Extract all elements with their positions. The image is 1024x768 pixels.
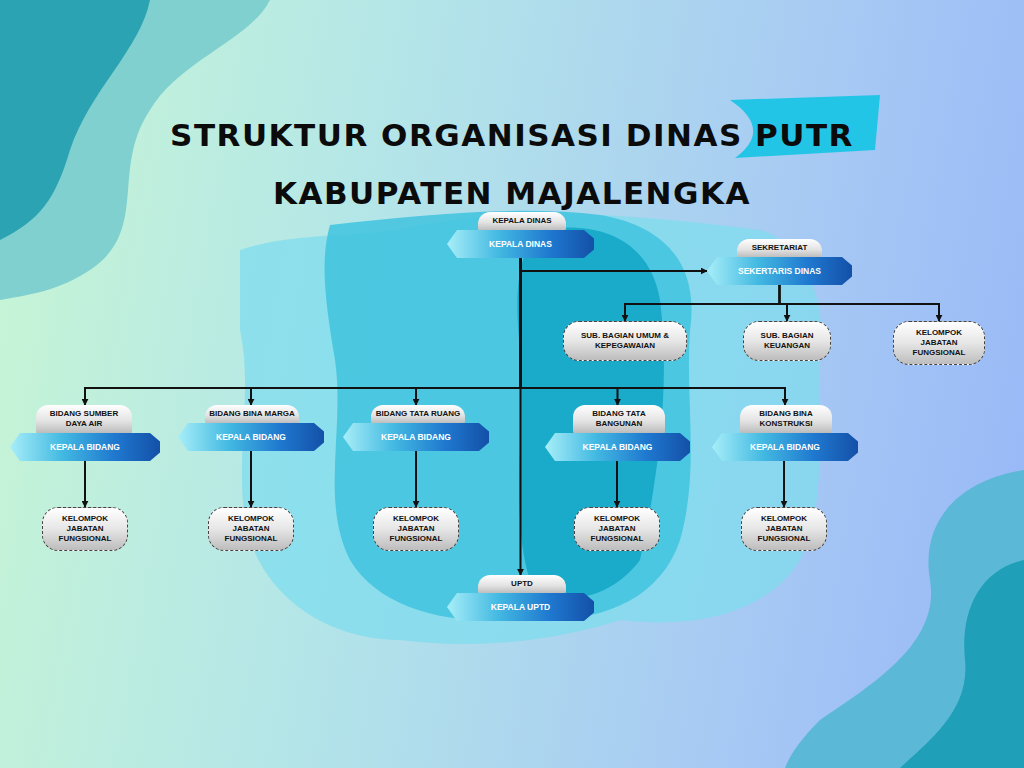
unit-tab: BIDANG TATA BANGUNAN [573, 405, 665, 434]
node-text: KELOMPOK JABATAN FUNGSIONAL [580, 514, 654, 544]
node-text: KEPALA BIDANG [750, 442, 820, 452]
unit-pill: KELOMPOK JABATAN FUNGSIONAL [373, 507, 459, 551]
node-text: KEPALA BIDANG [216, 432, 286, 442]
node-text: SUB. BAGIAN KEUANGAN [749, 331, 825, 351]
node-text: UPTD [511, 579, 533, 588]
unit-box: KEPALA DINAS KEPALA DINAS [447, 212, 594, 258]
unit-tab: UPTD [478, 575, 566, 594]
unit-tab: BIDANG TATA RUANG [371, 405, 465, 424]
unit-pill: KELOMPOK JABATAN FUNGSIONAL [893, 321, 985, 365]
node-text: KEPALA DINAS [489, 239, 552, 249]
connector [616, 461, 618, 507]
node-text: BIDANG TATA RUANG [376, 409, 461, 418]
unit-box: BIDANG SUMBER DAYA AIR KEPALA BIDANG [10, 405, 160, 461]
connector [250, 451, 252, 507]
chart-title: STRUKTUR ORGANISASI DINAS PUTR KABUPATEN… [112, 106, 912, 222]
node-text: BIDANG TATA BANGUNAN [592, 409, 645, 428]
node-text: KEPALA BIDANG [381, 432, 451, 442]
node-text: BIDANG BINA MARGA [209, 409, 294, 418]
role-banner: KEPALA DINAS [447, 230, 594, 258]
node-text: KELOMPOK JABATAN FUNGSIONAL [214, 514, 288, 544]
node-text: KELOMPOK JABATAN FUNGSIONAL [48, 514, 122, 544]
unit-box: BIDANG TATA RUANG KEPALA BIDANG [343, 405, 489, 451]
node-text: SEKRETARIAT [752, 243, 808, 252]
role-banner: SEKERTARIS DINAS [707, 257, 852, 285]
role-banner: KEPALA BIDANG [10, 433, 160, 461]
unit-tab: KEPALA DINAS [478, 212, 566, 231]
connector [780, 285, 940, 321]
corner-wave [900, 560, 1024, 768]
node-text: KELOMPOK JABATAN FUNGSIONAL [379, 514, 453, 544]
connector [415, 451, 417, 507]
unit-box: BIDANG BINA MARGA KEPALA BIDANG [178, 405, 324, 451]
node-text: KELOMPOK JABATAN FUNGSIONAL [747, 514, 821, 544]
node-text: BIDANG SUMBER DAYA AIR [50, 409, 118, 428]
role-banner: KEPALA BIDANG [178, 423, 324, 451]
node-text: KEPALA DINAS [492, 216, 551, 225]
unit-pill: SUB. BAGIAN KEUANGAN [743, 321, 831, 361]
unit-tab: BIDANG BINA MARGA [205, 405, 299, 424]
unit-tab: SEKRETARIAT [737, 239, 822, 258]
unit-tab: BIDANG SUMBER DAYA AIR [36, 405, 132, 434]
connector [85, 258, 521, 405]
role-banner: KEPALA UPTD [447, 593, 594, 621]
connector [625, 285, 780, 321]
node-text: KELOMPOK JABATAN FUNGSIONAL [899, 328, 979, 358]
unit-box: UPTD KEPALA UPTD [447, 575, 594, 621]
role-banner: KEPALA BIDANG [712, 433, 858, 461]
unit-box: BIDANG BINA KONSTRUKSI KEPALA BIDANG [712, 405, 858, 461]
node-text: SUB. BAGIAN UMUM & KEPEGAWAIAN [569, 331, 681, 351]
node-text: KEPALA UPTD [491, 602, 551, 612]
connector [783, 461, 785, 507]
unit-pill: KELOMPOK JABATAN FUNGSIONAL [42, 507, 128, 551]
connector [521, 258, 708, 271]
node-text: BIDANG BINA KONSTRUKSI [759, 409, 812, 428]
connector [520, 258, 522, 575]
node-text: SEKERTARIS DINAS [738, 266, 821, 276]
unit-pill: KELOMPOK JABATAN FUNGSIONAL [574, 507, 660, 551]
corner-wave [0, 0, 150, 240]
connector [84, 461, 86, 507]
unit-tab: BIDANG BINA KONSTRUKSI [740, 405, 832, 434]
unit-box: BIDANG TATA BANGUNAN KEPALA BIDANG [545, 405, 690, 461]
node-text: KEPALA BIDANG [583, 442, 653, 452]
paint-splash [325, 211, 692, 621]
connector [416, 258, 521, 405]
role-banner: KEPALA BIDANG [545, 433, 690, 461]
unit-pill: SUB. BAGIAN UMUM & KEPEGAWAIAN [563, 321, 687, 361]
node-text: KEPALA BIDANG [50, 442, 120, 452]
unit-pill: KELOMPOK JABATAN FUNGSIONAL [208, 507, 294, 551]
unit-box: SEKRETARIAT SEKERTARIS DINAS [707, 239, 852, 285]
unit-pill: KELOMPOK JABATAN FUNGSIONAL [741, 507, 827, 551]
role-banner: KEPALA BIDANG [343, 423, 489, 451]
connector [251, 258, 521, 405]
